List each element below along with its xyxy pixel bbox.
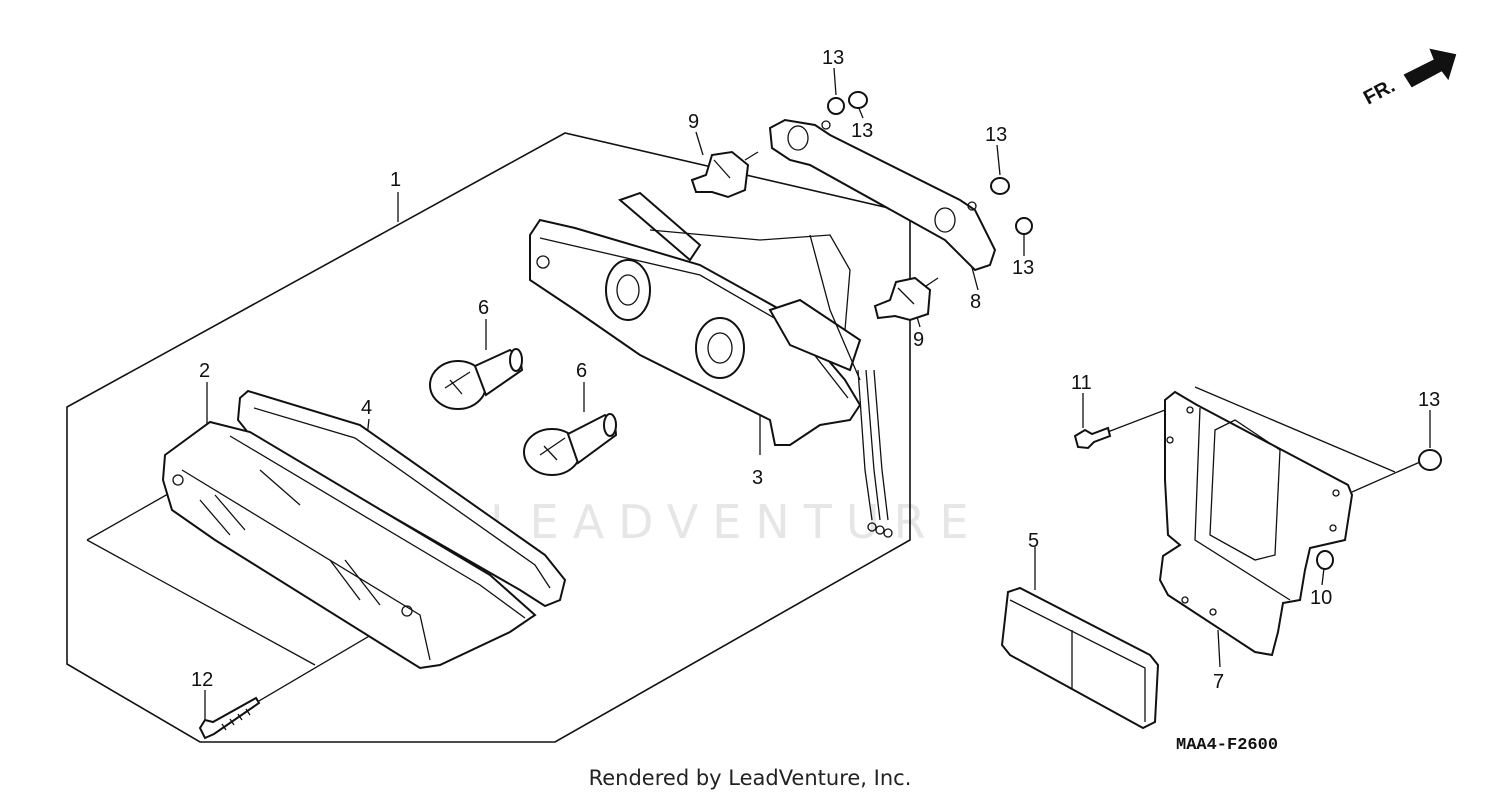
callout-9a: 9 [688,111,699,133]
callout-9b: 9 [913,329,924,351]
front-direction-label: FR. [1360,75,1399,110]
reflector-part [1000,586,1160,730]
nut-parts [827,91,1442,471]
bolt-part [1073,426,1112,450]
callout-5: 5 [1028,530,1039,552]
footer-credit: Rendered by LeadVenture, Inc. [588,766,912,790]
housing-part [529,191,893,538]
callout-2: 2 [199,360,210,382]
bulb-parts [429,348,618,476]
grommet-parts [690,150,939,322]
callout-6b: 6 [576,360,587,382]
callout-10: 10 [1310,587,1332,609]
assembly-outline [66,132,911,743]
bracket-part [768,118,997,272]
lens-part [161,420,537,670]
watermark: LEADVENTURE [490,495,983,549]
callout-1: 1 [390,169,401,191]
callout-8: 8 [970,291,981,313]
callout-13a: 13 [822,47,844,69]
diagram-code: MAA4-F2600 [1176,736,1278,755]
callout-13e: 13 [1418,389,1440,411]
front-direction-indicator: FR. [1360,48,1457,110]
nut-10-part [1316,550,1334,570]
callout-numbers: 1 2 3 4 5 6 6 7 8 9 9 10 11 12 13 13 13 … [191,47,1440,693]
callout-7: 7 [1213,671,1224,693]
callout-13c: 13 [985,124,1007,146]
callout-13b: 13 [851,120,873,142]
callout-4: 4 [361,397,372,419]
license-bracket-part [1158,390,1354,657]
callout-3: 3 [752,467,763,489]
callout-12: 12 [191,669,213,691]
callout-6a: 6 [478,297,489,319]
callout-11: 11 [1071,372,1092,394]
screw-part [198,696,261,740]
callout-13d: 13 [1012,257,1034,279]
